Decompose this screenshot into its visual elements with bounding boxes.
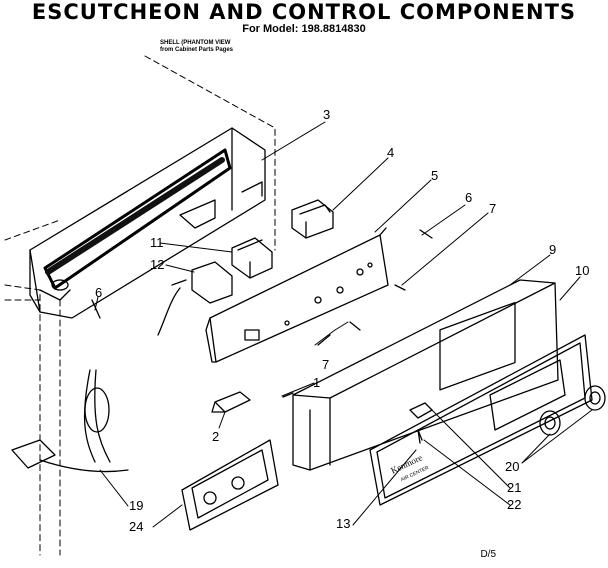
model-number: For Model: 198.8814830: [242, 23, 366, 35]
callout-10: 10: [575, 263, 590, 278]
callout-20: 20: [505, 459, 520, 474]
callout-6-top: 6: [465, 190, 473, 205]
switch-part-4: [292, 200, 333, 238]
shroud-part-3: [30, 128, 265, 318]
diagram-title: ESCUTCHEON AND CONTROL COMPONENTS: [31, 0, 577, 24]
callout-3: 3: [323, 107, 331, 122]
callout-24: 24: [129, 519, 144, 534]
control-bracket-part-5: [206, 228, 388, 362]
callout-12: 12: [150, 257, 165, 272]
escutcheon-part-9: [293, 280, 558, 470]
clip-part-21: [410, 403, 432, 418]
leader-lines: [95, 122, 592, 527]
control-switch-part-11: [232, 238, 272, 278]
callout-7-middle: 7: [322, 357, 330, 372]
callout-22: 22: [507, 497, 522, 512]
callout-4: 4: [387, 145, 395, 160]
shell-note-line-1: SHELL (PHANTOM VIEW: [160, 40, 231, 46]
callout-7-top: 7: [489, 201, 497, 216]
power-cord-part-19: [12, 370, 128, 472]
thermostat-part-12: [158, 262, 232, 335]
bezel-part-24: [182, 440, 278, 530]
callout-13: 13: [336, 516, 351, 531]
callout-9: 9: [549, 242, 557, 257]
callout-6-left: 6: [95, 285, 103, 300]
callout-21: 21: [507, 480, 522, 495]
callout-1: 1: [313, 375, 321, 390]
page-reference: D/5: [480, 549, 496, 560]
callout-2: 2: [212, 429, 220, 444]
knobs-part-20: [540, 386, 605, 435]
callout-19: 19: [129, 498, 144, 513]
shell-note-line-2: from Cabinet Parts Pages: [160, 47, 234, 53]
callout-11: 11: [150, 235, 164, 250]
screws: [92, 230, 432, 443]
screw-part-22: [418, 430, 422, 440]
callout-5: 5: [431, 168, 439, 183]
clip-part-2: [212, 392, 250, 412]
